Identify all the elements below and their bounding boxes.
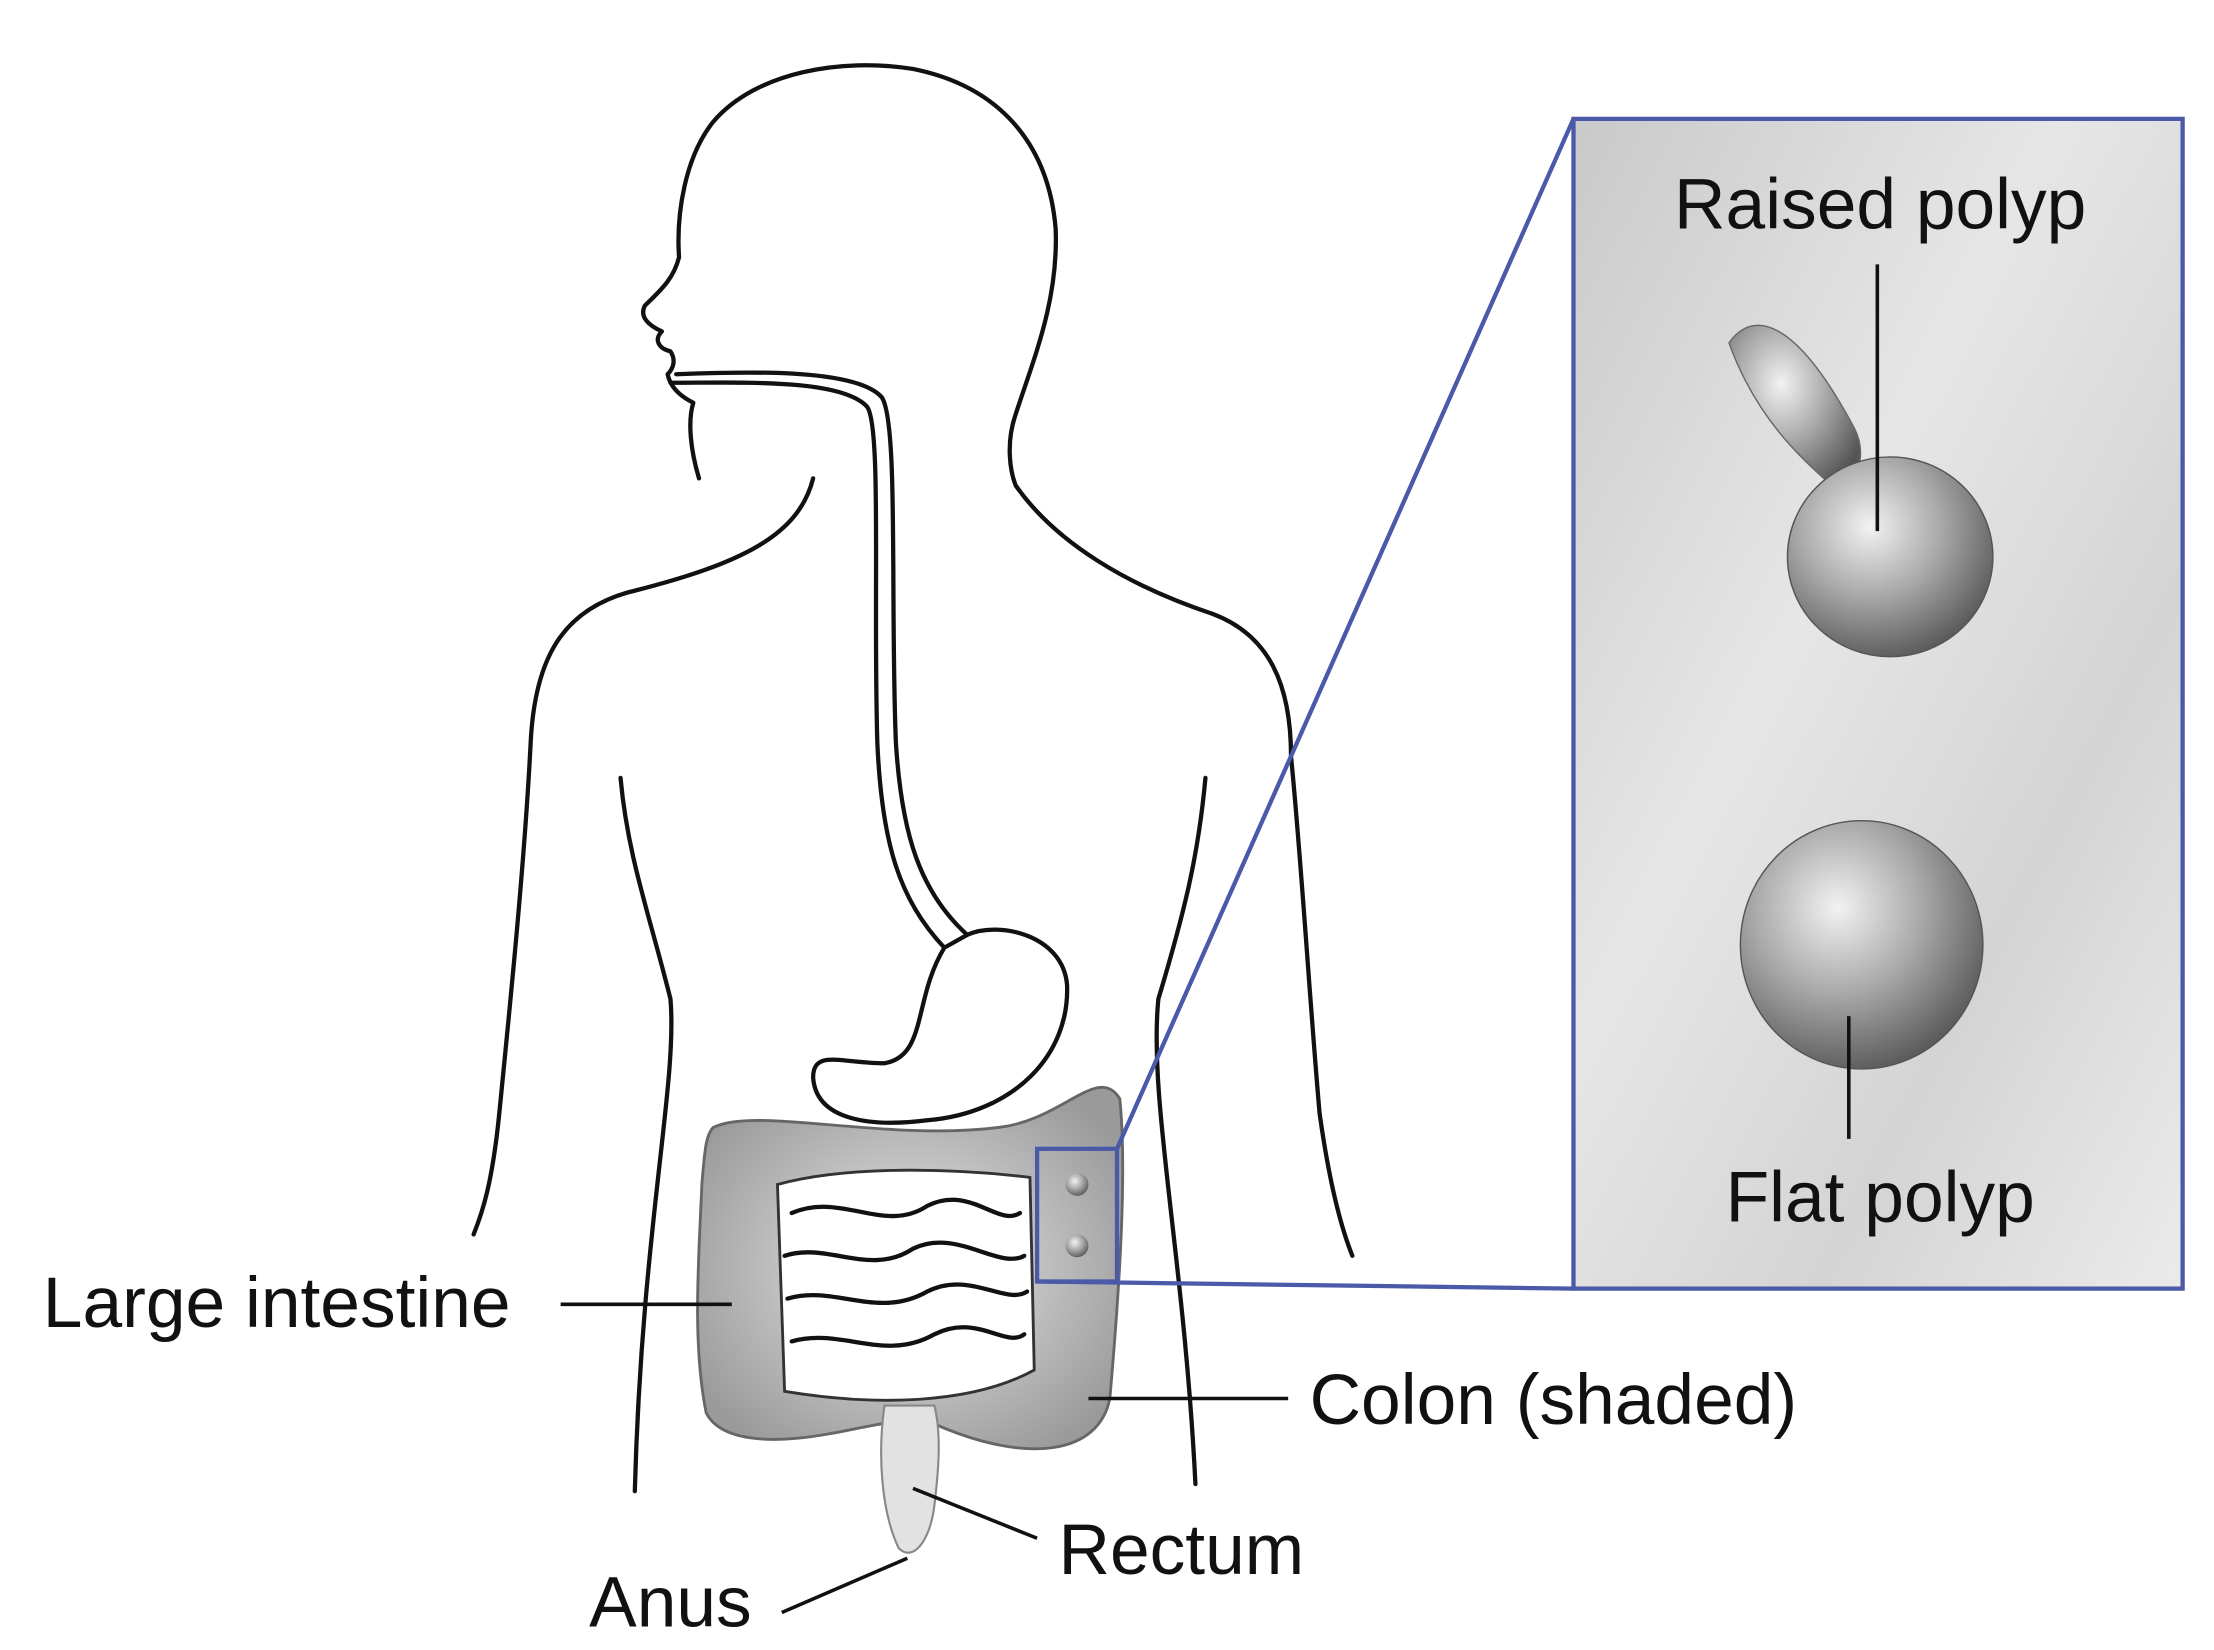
label-large-intestine: Large intestine xyxy=(43,1263,511,1343)
flat-polyp xyxy=(1739,820,1984,1070)
zoom-connector-bottom xyxy=(1037,1279,1574,1291)
raised-polyp xyxy=(1786,456,1994,658)
polyp-inset: Raised polyp Flat polyp xyxy=(1571,116,2185,1291)
label-rectum: Rectum xyxy=(1058,1510,1304,1590)
body-outline xyxy=(471,63,1355,1494)
digestive-organs xyxy=(696,1085,1125,1554)
label-raised-polyp: Raised polyp xyxy=(1674,165,2086,245)
label-colon: Colon (shaded) xyxy=(1310,1360,1798,1440)
label-flat-polyp: Flat polyp xyxy=(1726,1158,2035,1238)
label-anus: Anus xyxy=(589,1563,752,1643)
zoom-connector-top xyxy=(1115,117,1576,1150)
